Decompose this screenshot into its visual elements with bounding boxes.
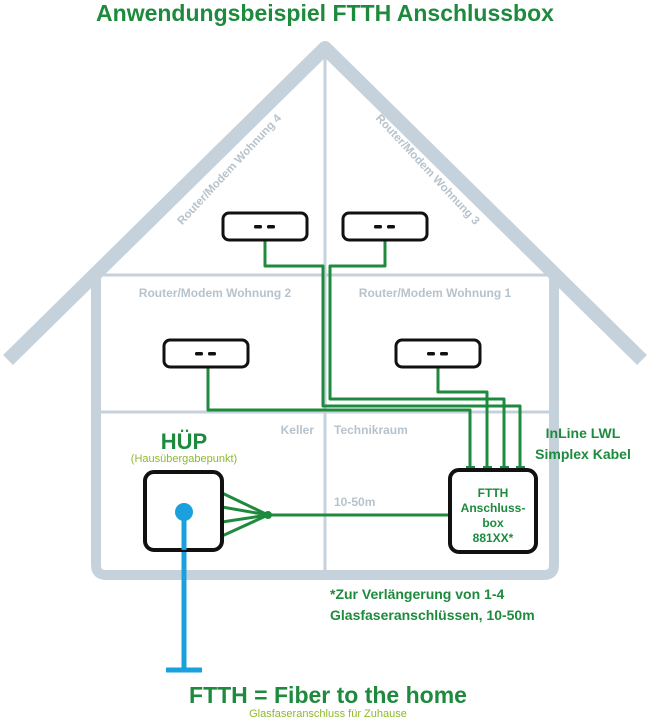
room-label-apt1: Router/Modem Wohnung 1	[359, 286, 512, 300]
cable-label-line2: Simplex Kabel	[535, 446, 631, 462]
router-apt2	[162, 338, 250, 369]
hup-subtitle: (Hausübergabepunkt)	[131, 453, 237, 465]
cable-length-label: 10-50m	[334, 495, 375, 509]
room-label-apt3: Router/Modem Wohnung 3	[373, 112, 481, 227]
room-label-apt2: Router/Modem Wohnung 2	[139, 286, 292, 300]
house-roof	[3, 41, 647, 365]
ftth-box	[448, 468, 538, 554]
box-label-line1: FTTH	[478, 486, 509, 500]
house-walls	[91, 52, 559, 580]
box-label-line3: box	[482, 516, 504, 530]
box-label-line4: 881XX*	[473, 531, 514, 545]
router-apt4	[221, 211, 309, 242]
box-label-line2: Anschluss-	[461, 501, 526, 515]
footer-subtitle: Glasfaseranschluss für Zuhause	[249, 708, 407, 720]
footer-title: FTTH = Fiber to the home	[189, 682, 467, 708]
page-title: Anwendungsbeispiel FTTH Anschlussbox	[96, 0, 554, 26]
footnote-line2: Glasfaseranschlüssen, 10-50m	[330, 607, 535, 623]
room-label-basement: Keller	[281, 423, 315, 437]
cable-label-line1: InLine LWL	[546, 425, 621, 441]
room-label-tech-room: Technikraum	[334, 423, 408, 437]
router-apt3	[341, 211, 429, 242]
splice-point	[264, 511, 272, 519]
fiber-cables	[206, 240, 522, 538]
footnote-line1: *Zur Verlängerung von 1-4	[330, 586, 504, 602]
hup-title: HÜP	[161, 429, 207, 454]
router-apt1	[394, 338, 482, 369]
